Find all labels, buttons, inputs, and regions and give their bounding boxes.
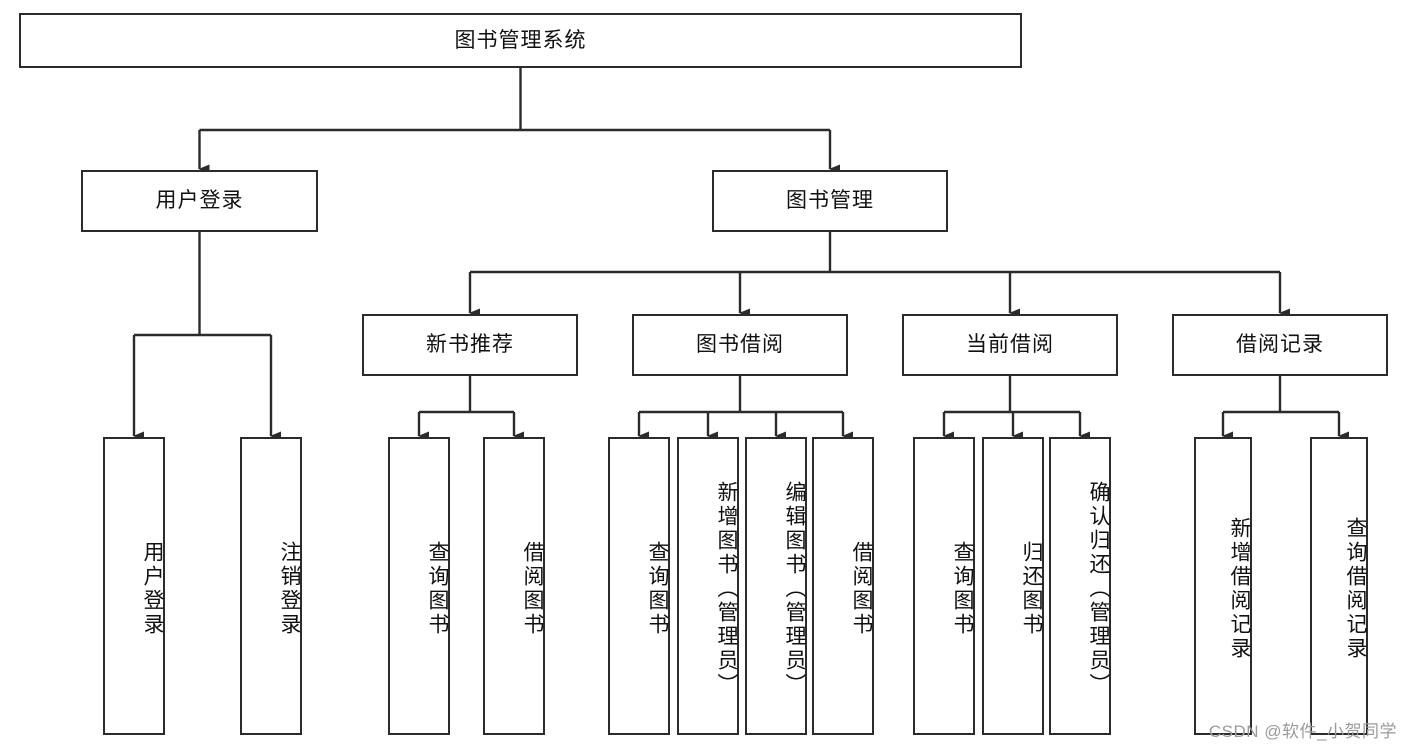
node-label: 查询图书 — [951, 541, 974, 637]
node-label: 查询借阅记录 — [1344, 517, 1367, 661]
node-label: 借阅图书 — [850, 541, 873, 637]
node-label: 确认归还（管理员） — [1087, 481, 1110, 697]
node-login[interactable]: 用户登录 — [81, 170, 318, 232]
watermark: CSDN @软件_小贺同学 — [1208, 722, 1397, 741]
node-bookmgmt[interactable]: 图书管理 — [712, 170, 948, 232]
node-label: 用户登录 — [155, 189, 244, 213]
node-label: 查询图书 — [646, 541, 669, 637]
node-cb_return[interactable]: 归还图书 — [982, 437, 1044, 735]
node-rc_query[interactable]: 查询借阅记录 — [1310, 437, 1368, 735]
node-current[interactable]: 当前借阅 — [902, 314, 1118, 376]
node-nb_borrow[interactable]: 借阅图书 — [483, 437, 545, 735]
node-label: 借阅记录 — [1236, 333, 1324, 357]
node-label: 新增借阅记录 — [1228, 517, 1251, 661]
node-label: 图书管理 — [786, 189, 874, 213]
node-label: 归还图书 — [1020, 541, 1043, 637]
node-login_in[interactable]: 用户登录 — [103, 437, 165, 735]
node-label: 用户登录 — [141, 541, 164, 637]
node-bb_borrow[interactable]: 借阅图书 — [812, 437, 874, 735]
node-label: 查询图书 — [426, 541, 449, 637]
node-label: 编辑图书（管理员） — [783, 481, 806, 697]
node-label: 借阅图书 — [521, 541, 544, 637]
node-label: 当前借阅 — [966, 333, 1054, 357]
node-borrow[interactable]: 图书借阅 — [632, 314, 848, 376]
node-login_out[interactable]: 注销登录 — [240, 437, 302, 735]
node-newbooks[interactable]: 新书推荐 — [362, 314, 578, 376]
node-records[interactable]: 借阅记录 — [1172, 314, 1388, 376]
node-rc_add[interactable]: 新增借阅记录 — [1194, 437, 1252, 735]
node-label: 图书借阅 — [696, 333, 784, 357]
node-nb_query[interactable]: 查询图书 — [388, 437, 450, 735]
node-bb_add[interactable]: 新增图书（管理员） — [677, 437, 739, 735]
node-root[interactable]: 图书管理系统 — [19, 13, 1022, 68]
node-label: 新增图书（管理员） — [715, 481, 738, 697]
node-bb_query[interactable]: 查询图书 — [608, 437, 670, 735]
node-cb_confirm[interactable]: 确认归还（管理员） — [1049, 437, 1111, 735]
node-label: 图书管理系统 — [454, 28, 587, 52]
node-label: 注销登录 — [278, 541, 301, 637]
node-bb_edit[interactable]: 编辑图书（管理员） — [745, 437, 807, 735]
node-cb_query[interactable]: 查询图书 — [913, 437, 975, 735]
node-label: 新书推荐 — [426, 333, 514, 357]
